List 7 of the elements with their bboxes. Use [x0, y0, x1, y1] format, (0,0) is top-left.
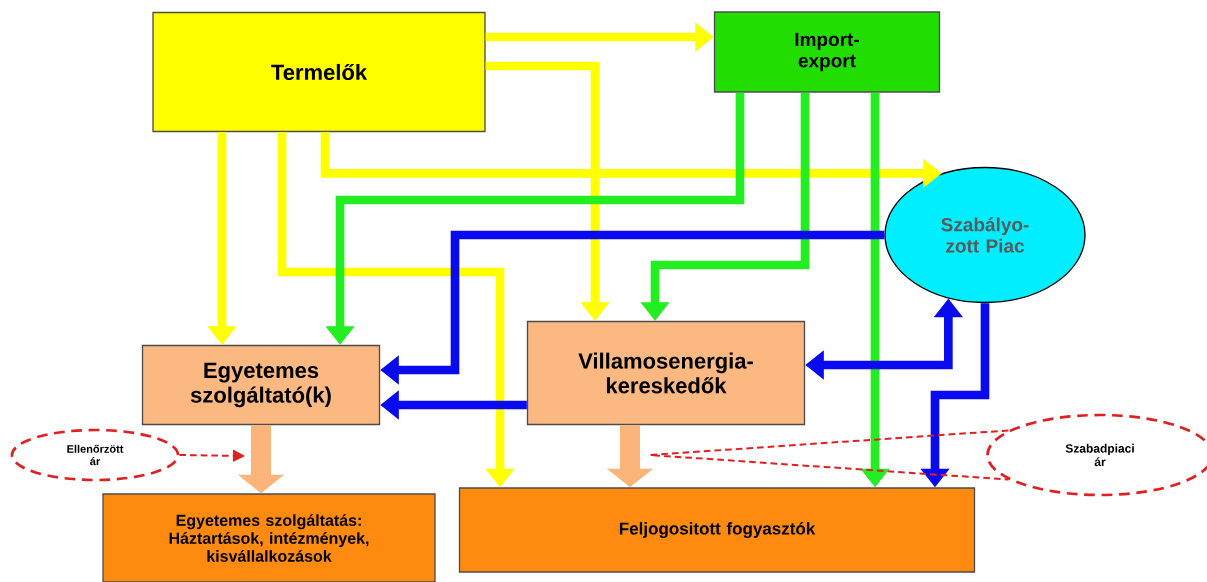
producer-box: Termelők	[152, 11, 486, 133]
supplier-box: Egyetemes szolgáltató(k)	[141, 344, 381, 426]
leader-line	[649, 429, 1010, 481]
consumer-box: Feljogositott fogyasztók	[458, 487, 976, 573]
trader-box: Villamosenergia- kereskedők	[526, 320, 806, 426]
consumer-box: Egyetemes szolgáltatás: Háztartások, intézmények, kisvállalkozások	[102, 493, 436, 582]
import-export-box: Import- export	[713, 11, 941, 93]
